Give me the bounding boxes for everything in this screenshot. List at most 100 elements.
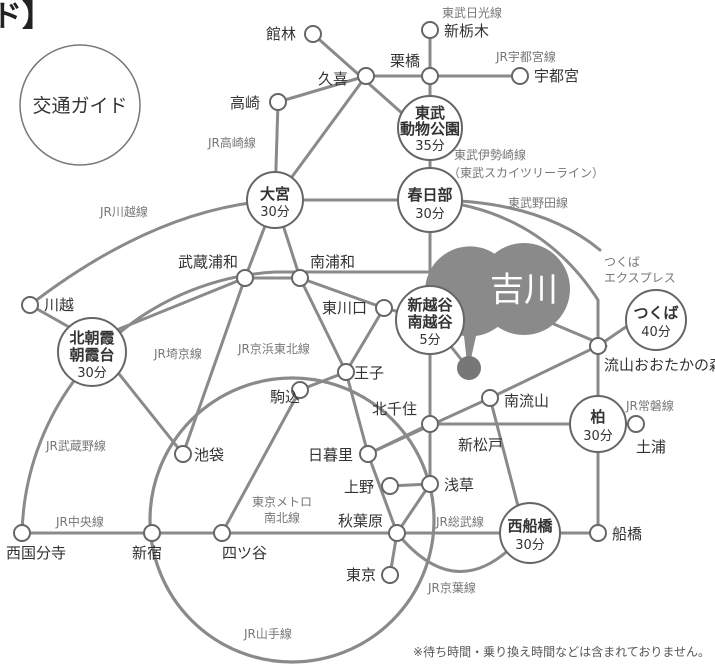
hub-name-1: 北朝霞 bbox=[69, 329, 115, 347]
station-dot-ueno[interactable] bbox=[381, 477, 399, 495]
station-dot-nishikokubunji[interactable] bbox=[13, 524, 31, 542]
line-label-jr-yamanote: JR山手線 bbox=[243, 626, 292, 641]
line-label-jr-musashino: JR武蔵野線 bbox=[45, 438, 106, 453]
station-nishikokubunji: 西国分寺 bbox=[6, 544, 66, 562]
station-dot-kurihashi[interactable] bbox=[421, 67, 439, 85]
station-nagareyama-otakanomori: 流山おおたかの森 bbox=[604, 356, 715, 374]
station-kawagoe: 川越 bbox=[44, 296, 74, 314]
hub-name-2: 動物公園 bbox=[400, 120, 460, 138]
line-label-tobu-isesaki: 東武伊勢崎線 bbox=[454, 147, 526, 162]
line-label-jr-chuo: JR中央線 bbox=[55, 514, 104, 529]
station-dot-akihabara[interactable] bbox=[388, 524, 406, 542]
hub-time: 35分 bbox=[415, 139, 445, 154]
hub-time: 30分 bbox=[515, 538, 545, 553]
station-minaminagareyama: 南流山 bbox=[504, 392, 549, 410]
footer-note: ※待ち時間・乗り換え時間などは含まれておりません。 bbox=[413, 644, 710, 659]
station-dot-oji[interactable] bbox=[337, 363, 355, 381]
saikyo-line bbox=[181, 198, 277, 456]
station-dot-yotsuya[interactable] bbox=[213, 524, 231, 542]
line-label-tobu-nikko: 東武日光線 bbox=[442, 5, 502, 20]
station-dot-shintochigi[interactable] bbox=[421, 21, 439, 39]
station-dot-nagareyama-otakanomori[interactable] bbox=[589, 337, 607, 355]
station-dot-tokyo[interactable] bbox=[381, 566, 399, 584]
station-oji: 王子 bbox=[354, 364, 384, 382]
station-dot-higashikawaguchi[interactable] bbox=[375, 299, 393, 317]
station-akihabara: 秋葉原 bbox=[338, 512, 383, 530]
station-dot-minamiurawa[interactable] bbox=[291, 269, 309, 287]
destination-bubble bbox=[478, 243, 570, 335]
hub-time: 5分 bbox=[419, 333, 440, 348]
station-nippori: 日暮里 bbox=[308, 446, 353, 464]
hub-circle bbox=[246, 171, 304, 229]
destination-marker: 吉川 bbox=[425, 243, 570, 380]
hub-time: 30分 bbox=[77, 366, 107, 381]
namboku-line bbox=[220, 306, 386, 535]
station-dot-kuki[interactable] bbox=[357, 67, 375, 85]
station-tatebayashi: 館林 bbox=[266, 25, 296, 43]
station-tokyo: 東京 bbox=[346, 566, 376, 584]
hub-circle bbox=[397, 95, 463, 161]
station-komagome: 駒込 bbox=[270, 388, 300, 406]
station-kuki: 久喜 bbox=[318, 70, 348, 88]
station-dot-komagome[interactable] bbox=[291, 381, 309, 399]
station-labels: 館林 新栃木 栗橋 宇都宮 久喜 高崎 川越 武蔵浦和 南浦和 東川口 王子 駒… bbox=[6, 22, 715, 584]
hub-time: 40分 bbox=[641, 325, 671, 340]
line-label-tobu-noda: 東武野田線 bbox=[508, 195, 568, 210]
hub-name-1: 新越谷 bbox=[407, 296, 453, 314]
hub-kashiwa[interactable]: 柏 30分 bbox=[569, 395, 627, 453]
line-label-jr-keihin-tohoku: JR京浜東北線 bbox=[237, 341, 310, 356]
nippori-kitasenju bbox=[366, 422, 432, 456]
guide-label: 交通ガイド bbox=[32, 95, 127, 117]
station-dot-takasaki[interactable] bbox=[269, 93, 287, 111]
hub-name-2: 朝霞台 bbox=[69, 346, 114, 364]
hub-name-1: 東武 bbox=[415, 104, 445, 122]
station-shinjuku: 新宿 bbox=[132, 544, 162, 562]
station-dot-minaminagareyama[interactable] bbox=[481, 389, 499, 407]
hub-omiya[interactable]: 大宮 30分 bbox=[246, 171, 304, 229]
hub-name: 柏 bbox=[590, 408, 605, 426]
station-dot-kawagoe[interactable] bbox=[21, 296, 39, 314]
station-dot-shinjuku[interactable] bbox=[143, 524, 161, 542]
destination-name: 吉川 bbox=[490, 270, 558, 310]
station-dot-ikebukuro[interactable] bbox=[174, 445, 192, 463]
hub-kasukabe[interactable]: 春日部 30分 bbox=[397, 167, 463, 233]
station-dot-tatebayashi[interactable] bbox=[304, 25, 322, 43]
line-label-tobu-skytree: （東武スカイツリーライン） bbox=[448, 166, 604, 180]
hub-name-2: 南越谷 bbox=[407, 313, 453, 331]
station-ueno: 上野 bbox=[344, 478, 374, 496]
line-labels: 東武日光線 JR宇都宮線 JR高崎線 東武伊勢崎線 （東武スカイツリーライン） … bbox=[45, 5, 676, 641]
hub-circle bbox=[395, 285, 465, 355]
line-label-tokyo-metro-2: 南北線 bbox=[264, 510, 300, 525]
station-dot-kitasenju[interactable] bbox=[421, 415, 439, 433]
station-tsuchiura: 土浦 bbox=[636, 438, 666, 456]
hub-kitaasaka[interactable]: 北朝霞 朝霞台 30分 bbox=[57, 317, 127, 387]
station-utsunomiya: 宇都宮 bbox=[534, 67, 579, 85]
station-dot-asakusa[interactable] bbox=[421, 475, 439, 493]
hub-name: 春日部 bbox=[407, 186, 452, 204]
hub-name: 西船橋 bbox=[507, 517, 553, 535]
kawagoe-line bbox=[28, 198, 284, 307]
line-label-jr-keiyo: JR京葉線 bbox=[427, 580, 476, 595]
station-dot-funabashi[interactable] bbox=[589, 524, 607, 542]
station-kurihashi: 栗橋 bbox=[390, 52, 420, 70]
station-dot-nippori[interactable] bbox=[359, 445, 377, 463]
station-dot-utsunomiya[interactable] bbox=[511, 67, 529, 85]
line-label-jr-utsunomiya: JR宇都宮線 bbox=[495, 49, 556, 64]
station-dot-musashiurawa[interactable] bbox=[236, 269, 254, 287]
line-label-tsukuba-express-1: つくば bbox=[604, 255, 640, 269]
station-asakusa: 浅草 bbox=[444, 476, 474, 494]
hub-nishifunabashi[interactable]: 西船橋 30分 bbox=[499, 502, 561, 564]
yamanote-line bbox=[148, 376, 436, 664]
hub-circle bbox=[625, 289, 687, 351]
station-dot-tsuchiura[interactable] bbox=[627, 415, 645, 433]
title-fragment: ド】 bbox=[0, 0, 52, 34]
hub-tsukuba[interactable]: つくば 40分 bbox=[625, 289, 687, 351]
station-shintochigi: 新栃木 bbox=[444, 22, 489, 40]
hub-circle bbox=[499, 502, 561, 564]
hub-koshigaya[interactable]: 新越谷 南越谷 5分 bbox=[395, 285, 465, 355]
hub-time: 30分 bbox=[583, 429, 613, 444]
station-funabashi: 船橋 bbox=[612, 525, 642, 543]
station-minamiurawa: 南浦和 bbox=[310, 253, 355, 271]
hub-tobu-zoo[interactable]: 東武 動物公園 35分 bbox=[397, 95, 463, 161]
